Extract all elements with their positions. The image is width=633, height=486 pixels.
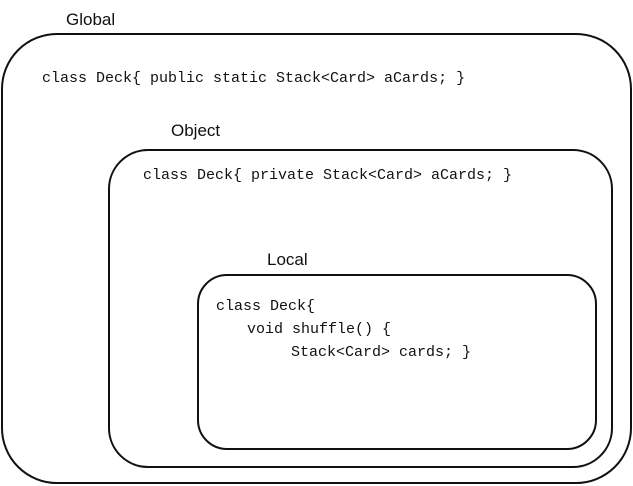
local-code-line-1: class Deck{ xyxy=(216,298,316,315)
local-scope-label: Local xyxy=(267,250,308,269)
global-scope-code: class Deck{ public static Stack<Card> aC… xyxy=(42,70,466,87)
local-scope-box xyxy=(197,274,597,450)
object-scope-label: Object xyxy=(171,121,221,140)
object-scope-code: class Deck{ private Stack<Card> aCards; … xyxy=(143,167,513,184)
local-code-line-2: void shuffle() { xyxy=(247,321,392,338)
local-code-line-3: Stack<Card> cards; } xyxy=(291,344,472,361)
global-scope-label: Global xyxy=(66,10,116,29)
